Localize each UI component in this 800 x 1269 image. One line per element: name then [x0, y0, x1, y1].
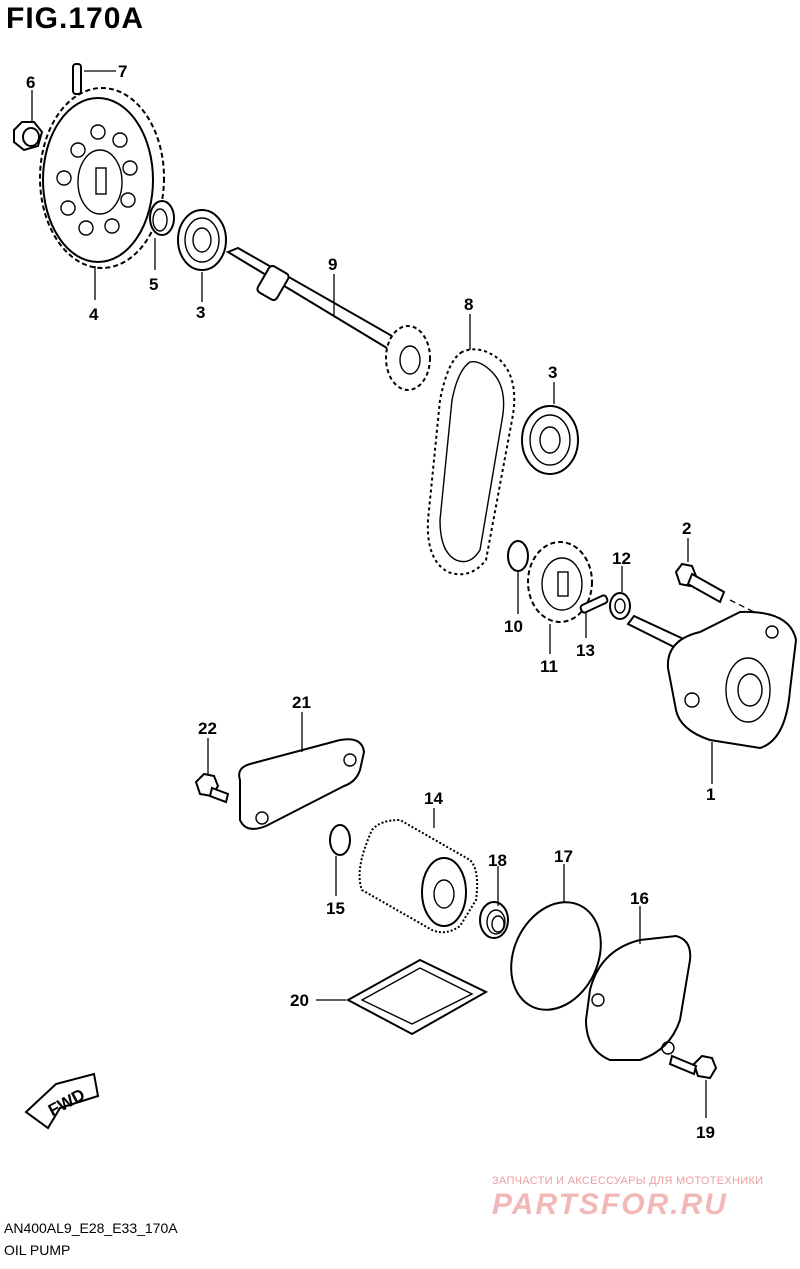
part-9-pump-shaft[interactable] [225, 246, 431, 391]
part-17-o-ring-large[interactable] [494, 887, 617, 1024]
callout-18: 18 [488, 851, 507, 870]
leader-lines [31, 70, 713, 1118]
watermark-tagline: ЗАПЧАСТИ И АКСЕССУАРЫ ДЛЯ МОТОТЕХНИКИ [492, 1175, 764, 1187]
fwd-arrow: FWD [24, 1072, 100, 1130]
part-22-bolt[interactable] [194, 772, 230, 804]
part-3-bearing-upper[interactable] [177, 209, 227, 271]
callout-7: 7 [118, 62, 127, 81]
callout-16: 16 [630, 889, 649, 908]
callout-12: 12 [612, 549, 631, 568]
callout-11: 11 [540, 657, 558, 676]
callout-14: 14 [424, 789, 443, 808]
figure-title: FIG.170A [6, 2, 145, 35]
part-5-spacer[interactable] [149, 200, 175, 236]
callout-labels: 6 7 4 5 3 9 8 3 2 12 10 11 13 1 21 22 14… [26, 62, 715, 1142]
callout-2: 2 [682, 519, 691, 538]
part-14-oil-filter[interactable] [358, 818, 479, 934]
part-8-chain[interactable] [426, 348, 516, 576]
part-1-oil-pump[interactable] [626, 610, 798, 750]
part-19-bolt[interactable] [668, 1054, 718, 1080]
callout-10: 10 [504, 617, 523, 636]
callout-1: 1 [706, 785, 715, 804]
part-12-washer[interactable] [609, 592, 631, 620]
part-3-bearing-lower[interactable] [521, 405, 579, 475]
part-6-nut[interactable] [13, 121, 44, 152]
part-2-bolt[interactable] [674, 562, 771, 621]
callout-20: 20 [290, 991, 309, 1010]
callout-13: 13 [576, 641, 595, 660]
callout-19: 19 [696, 1123, 715, 1142]
part-11-pump-sprocket[interactable] [527, 541, 593, 623]
part-7-pin[interactable] [72, 63, 82, 95]
model-code: AN400AL9_E28_E33_170A [4, 1220, 178, 1236]
part-13-pin[interactable] [579, 594, 609, 614]
part-4-driven-gear[interactable] [39, 87, 165, 269]
callout-3-lower: 3 [548, 363, 557, 382]
part-20-oil-strainer[interactable] [345, 958, 489, 1036]
callout-6: 6 [26, 73, 35, 92]
callout-22: 22 [198, 719, 217, 738]
diagram-caption: OIL PUMP [4, 1242, 71, 1258]
callout-8: 8 [464, 295, 473, 314]
part-21-cover-plate[interactable] [238, 738, 366, 830]
callout-4: 4 [89, 305, 99, 324]
part-15-o-ring[interactable] [329, 824, 351, 856]
callout-3-upper: 3 [196, 303, 205, 322]
part-10-circlip[interactable] [507, 540, 529, 572]
callout-21: 21 [292, 693, 311, 712]
callout-15: 15 [326, 899, 345, 918]
callout-9: 9 [328, 255, 337, 274]
part-18-spring[interactable] [479, 901, 509, 939]
watermark-logo: PARTSFOR.RU [492, 1188, 728, 1221]
callout-17: 17 [554, 847, 573, 866]
part-16-filter-cap[interactable] [584, 934, 692, 1061]
callout-5: 5 [149, 275, 158, 294]
